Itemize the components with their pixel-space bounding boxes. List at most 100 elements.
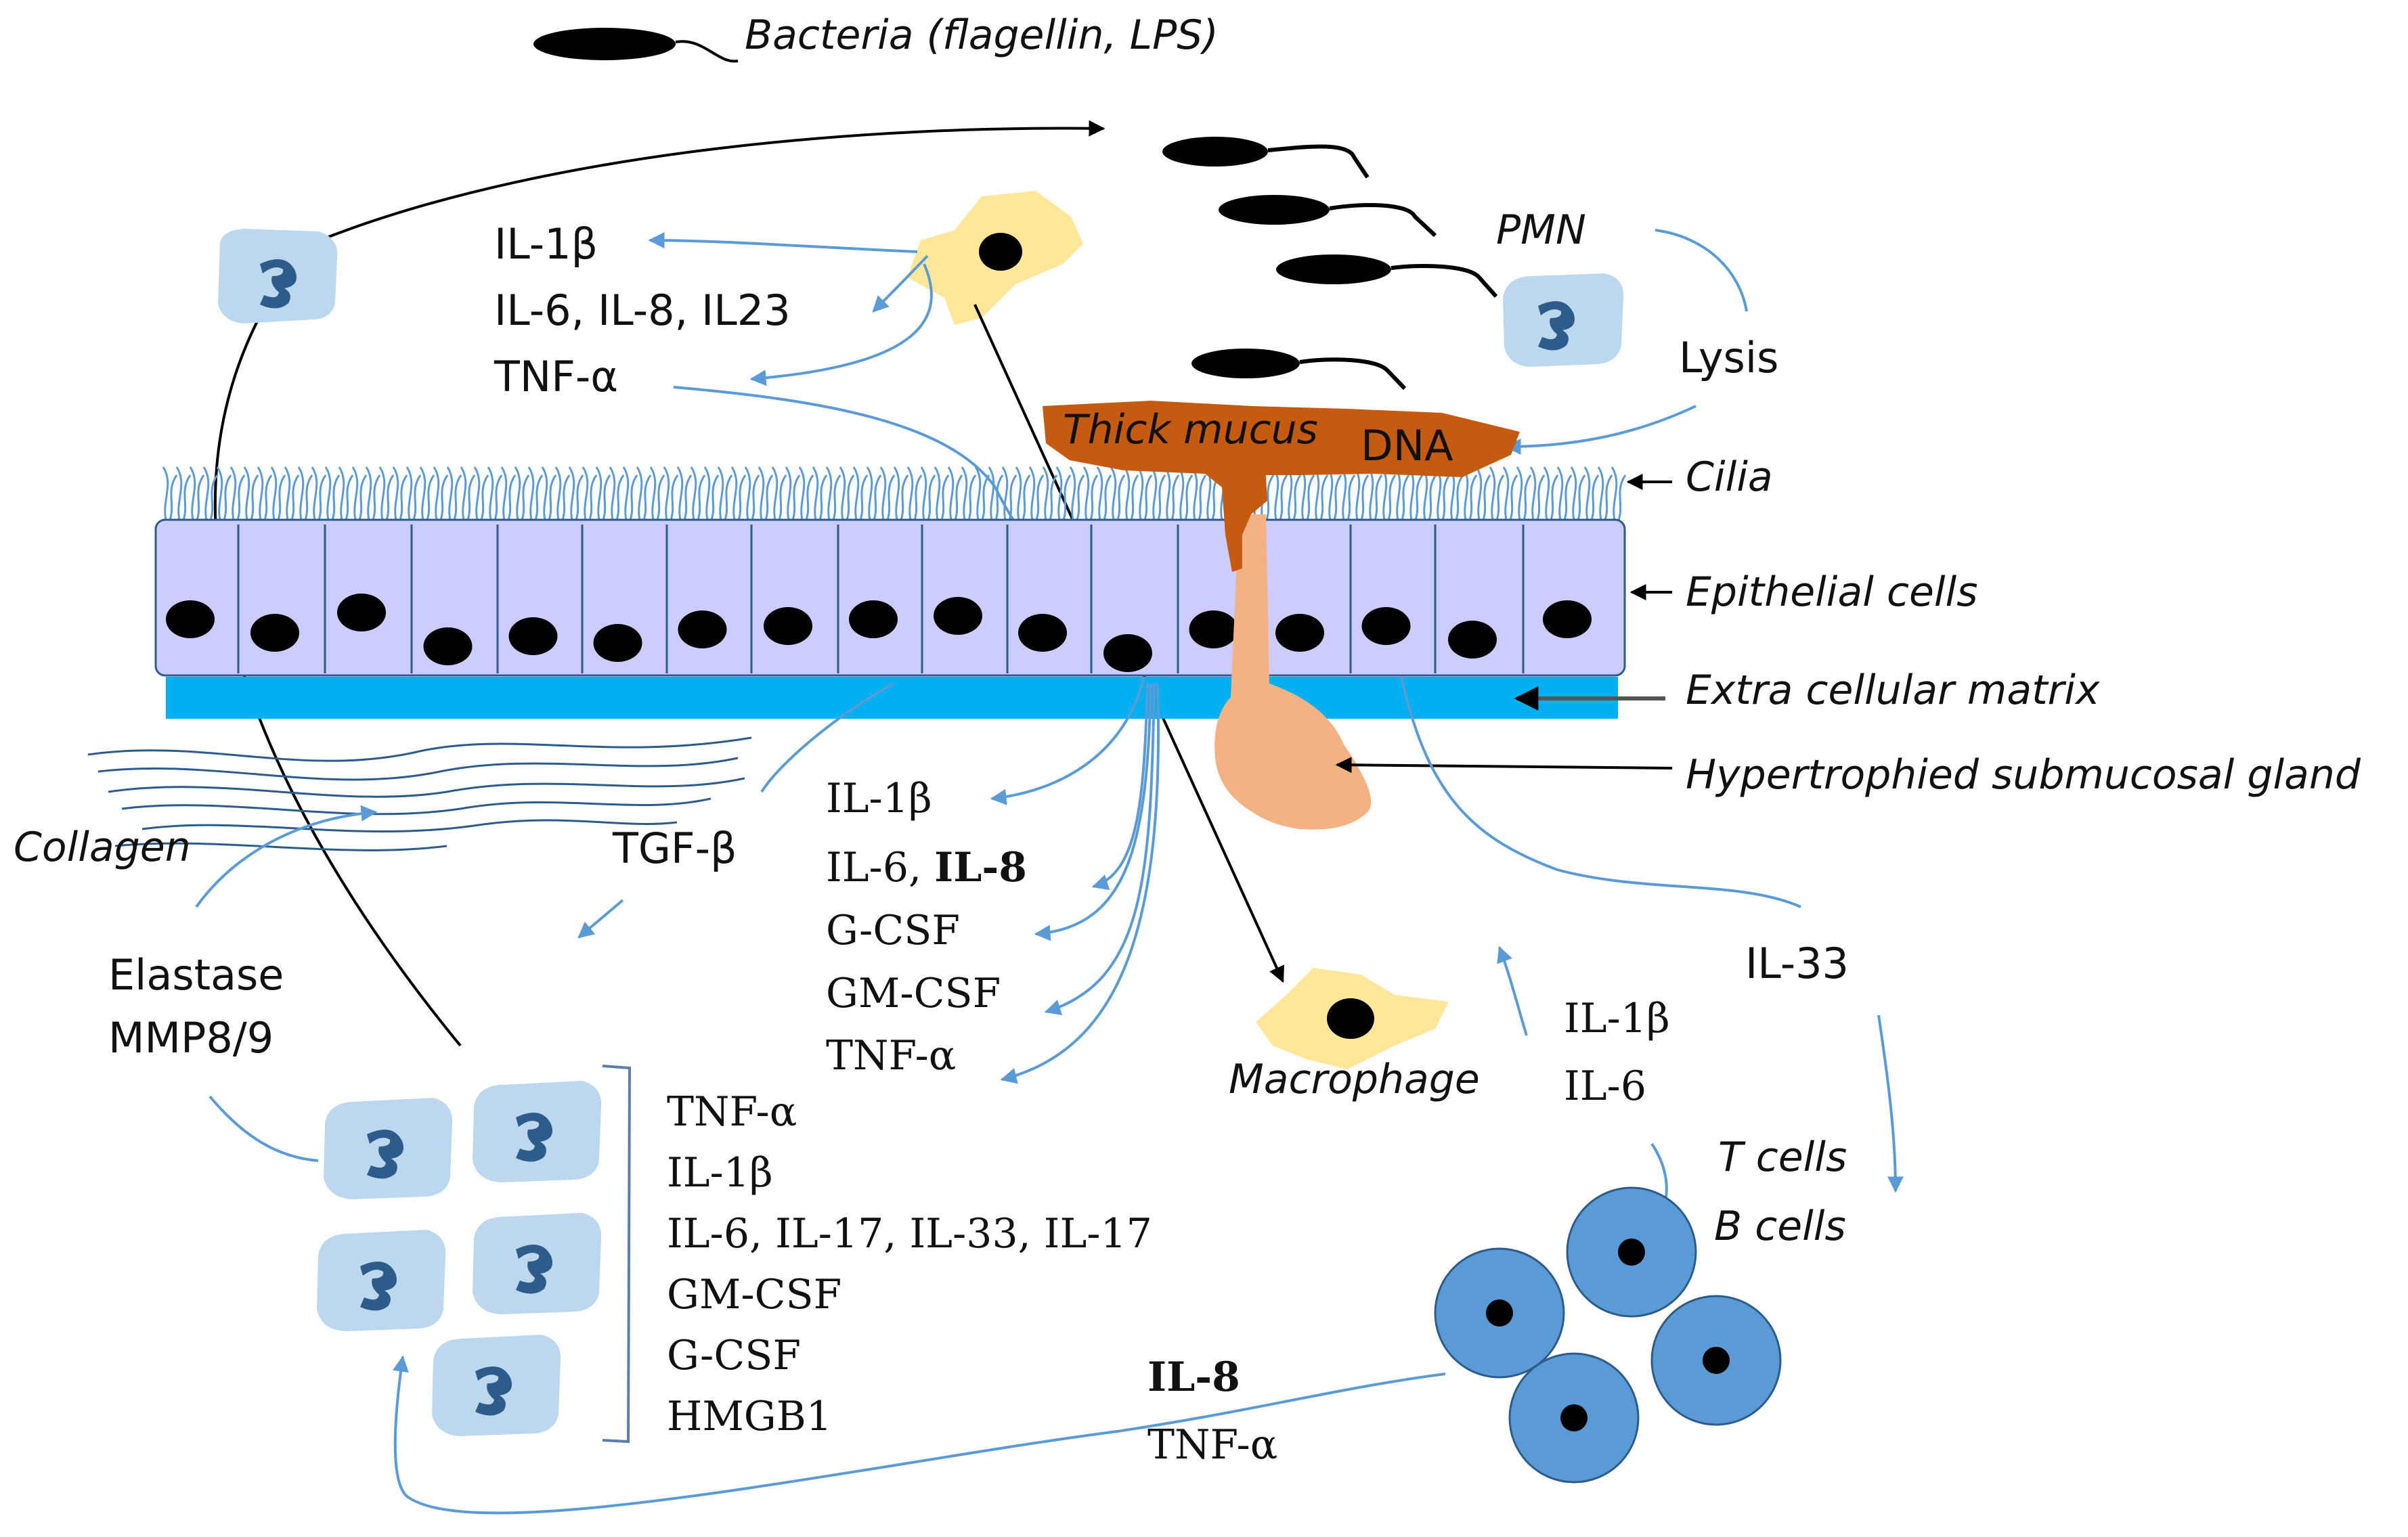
dna-label: DNA	[1361, 421, 1453, 470]
il33-label: IL-33	[1745, 939, 1849, 988]
pmn-label: PMN	[1496, 206, 1586, 254]
epithelium	[154, 518, 1626, 677]
lymph-il8-label: IL-8	[1147, 1354, 1240, 1401]
mmp-label: MMP8/9	[108, 1013, 273, 1063]
cilia-layer	[162, 466, 1627, 520]
macrophage-bottom	[1256, 968, 1449, 1069]
b-cells-label: B cells	[1714, 1203, 1846, 1250]
bacteria-group	[533, 28, 1498, 391]
macrophage-top	[907, 191, 1083, 325]
neutrophil-cytokine-item: IL-6, IL-17, IL-33, IL-17	[667, 1210, 1152, 1257]
bacterium-4	[1191, 349, 1300, 378]
lysis-to-dna-arrow	[1504, 405, 1696, 455]
bacterium-3	[1276, 254, 1391, 284]
epithelial-nucleus	[593, 624, 642, 662]
gland-label: Hypertrophied submucosal gland	[1686, 751, 2361, 799]
top-tnfa-label: TNF-α	[494, 352, 618, 401]
bacteria-label: Bacteria (flagellin, LPS)	[745, 12, 1219, 59]
gland-pointer	[1335, 757, 1673, 774]
elastase-label: Elastase	[108, 950, 284, 1000]
top-il1b-label: IL-1β	[494, 219, 598, 269]
neutrophil-cytokine-item: GM-CSF	[667, 1271, 841, 1318]
epi-gmcsf-label: GM-CSF	[826, 970, 1001, 1017]
pmn-right	[1503, 273, 1624, 367]
ecm-to-tgf-line	[760, 682, 894, 793]
neutrophil-cluster	[317, 1081, 602, 1436]
collagen-label: Collagen	[14, 824, 191, 871]
mac-cytokine-arrow	[1497, 945, 1528, 1036]
il33-to-lymph-arrow	[1877, 1015, 1904, 1193]
lymph-tnfa-label: TNF-α	[1147, 1421, 1277, 1469]
neutrophil-cytokine-item: HMGB1	[667, 1393, 832, 1440]
pmn-lysis-curve	[1655, 229, 1748, 312]
lymphocyte-3	[1650, 1295, 1782, 1426]
neutrophil-cytokine-item: G-CSF	[667, 1332, 801, 1379]
epi-il1b-label: IL-1β	[826, 775, 932, 822]
epi-tnfa-label: TNF-α	[826, 1032, 956, 1079]
lymph-to-neutrophil-arrow	[393, 1355, 1446, 1515]
bacterium-1	[1162, 137, 1268, 166]
macrophage-label: Macrophage	[1229, 1056, 1480, 1103]
epithelial-nucleus	[508, 617, 558, 655]
epithelial-nucleus	[934, 597, 982, 635]
epithelial-nucleus	[250, 614, 299, 652]
thick-mucus	[1043, 401, 1520, 572]
neutrophil-3	[317, 1230, 446, 1331]
collagen-fibers	[87, 736, 752, 851]
epithelial-nucleus	[1361, 607, 1411, 645]
epithelial-label: Epithelial cells	[1686, 569, 1977, 616]
pmn-to-bacteria-arrow	[324, 120, 1106, 240]
bacterium-2	[1219, 195, 1330, 225]
epithelial-nucleus	[678, 610, 727, 648]
elastase-to-collagen-arrow	[195, 805, 378, 908]
neutrophil-4	[473, 1213, 602, 1314]
epithelial-nucleus	[1189, 610, 1238, 648]
epithelial-nucleus	[849, 600, 898, 638]
neutrophil-cytokine-item: IL-1β	[667, 1149, 773, 1197]
epithelial-nucleus	[1543, 600, 1592, 638]
epi-il6-text: IL-6,	[826, 844, 934, 891]
lymphocyte-4	[1508, 1352, 1640, 1484]
epithelial-nucleus	[1103, 634, 1152, 672]
mmp-to-neutrophils-line	[209, 1095, 319, 1162]
t-cells-label: T cells	[1718, 1134, 1847, 1181]
neutrophil-cytokine-item: TNF-α	[667, 1088, 797, 1136]
mac-to-lymph-line	[1650, 1142, 1668, 1202]
mucus-label: Thick mucus	[1063, 406, 1318, 453]
cilia-label: Cilia	[1686, 453, 1773, 501]
neutrophil-bracket	[602, 1065, 632, 1444]
epithelium-to-il33-line	[1400, 676, 1801, 908]
lymphocyte-2	[1434, 1247, 1565, 1379]
bacterium-top	[533, 28, 676, 60]
arrow-top-tnfa	[749, 263, 933, 386]
lymphocyte-1	[1566, 1186, 1697, 1318]
submucosal-gland	[1214, 514, 1372, 830]
epi-gcsf-label: G-CSF	[826, 907, 960, 954]
neutrophil-2	[473, 1081, 602, 1182]
epithelial-nucleus	[1448, 621, 1497, 659]
neutrophil-5	[432, 1335, 561, 1436]
pmn-top-left	[218, 229, 338, 324]
epithelial-nucleus	[1275, 614, 1324, 652]
epi-il6-label: IL-6, IL-8	[826, 844, 1027, 891]
epithelial-nucleus	[166, 600, 215, 638]
mac-il1b-label: IL-1β	[1564, 995, 1670, 1042]
epithelial-nucleus	[764, 607, 812, 645]
arrow-top-il1b	[648, 232, 918, 253]
neutrophil-1	[324, 1098, 453, 1199]
top-il6-label: IL-6, IL-8, IL23	[494, 286, 791, 335]
epithelial-cytokine-arrows	[990, 676, 1160, 1084]
epi-il8-text: IL-8	[934, 844, 1027, 891]
lymphocyte-cluster	[1434, 1186, 1782, 1484]
arrow-top-il6	[872, 254, 929, 313]
ecm-label: Extra cellular matrix	[1686, 667, 2100, 714]
epithelial-nucleus	[337, 594, 386, 631]
tgf-label: TGF-β	[612, 824, 737, 873]
lysis-label: Lysis	[1679, 333, 1778, 382]
epithelial-nucleus	[1018, 614, 1067, 652]
tgf-arrow	[577, 899, 624, 939]
mac-il6-label: IL-6	[1564, 1063, 1646, 1110]
epithelial-nucleus	[423, 627, 473, 665]
